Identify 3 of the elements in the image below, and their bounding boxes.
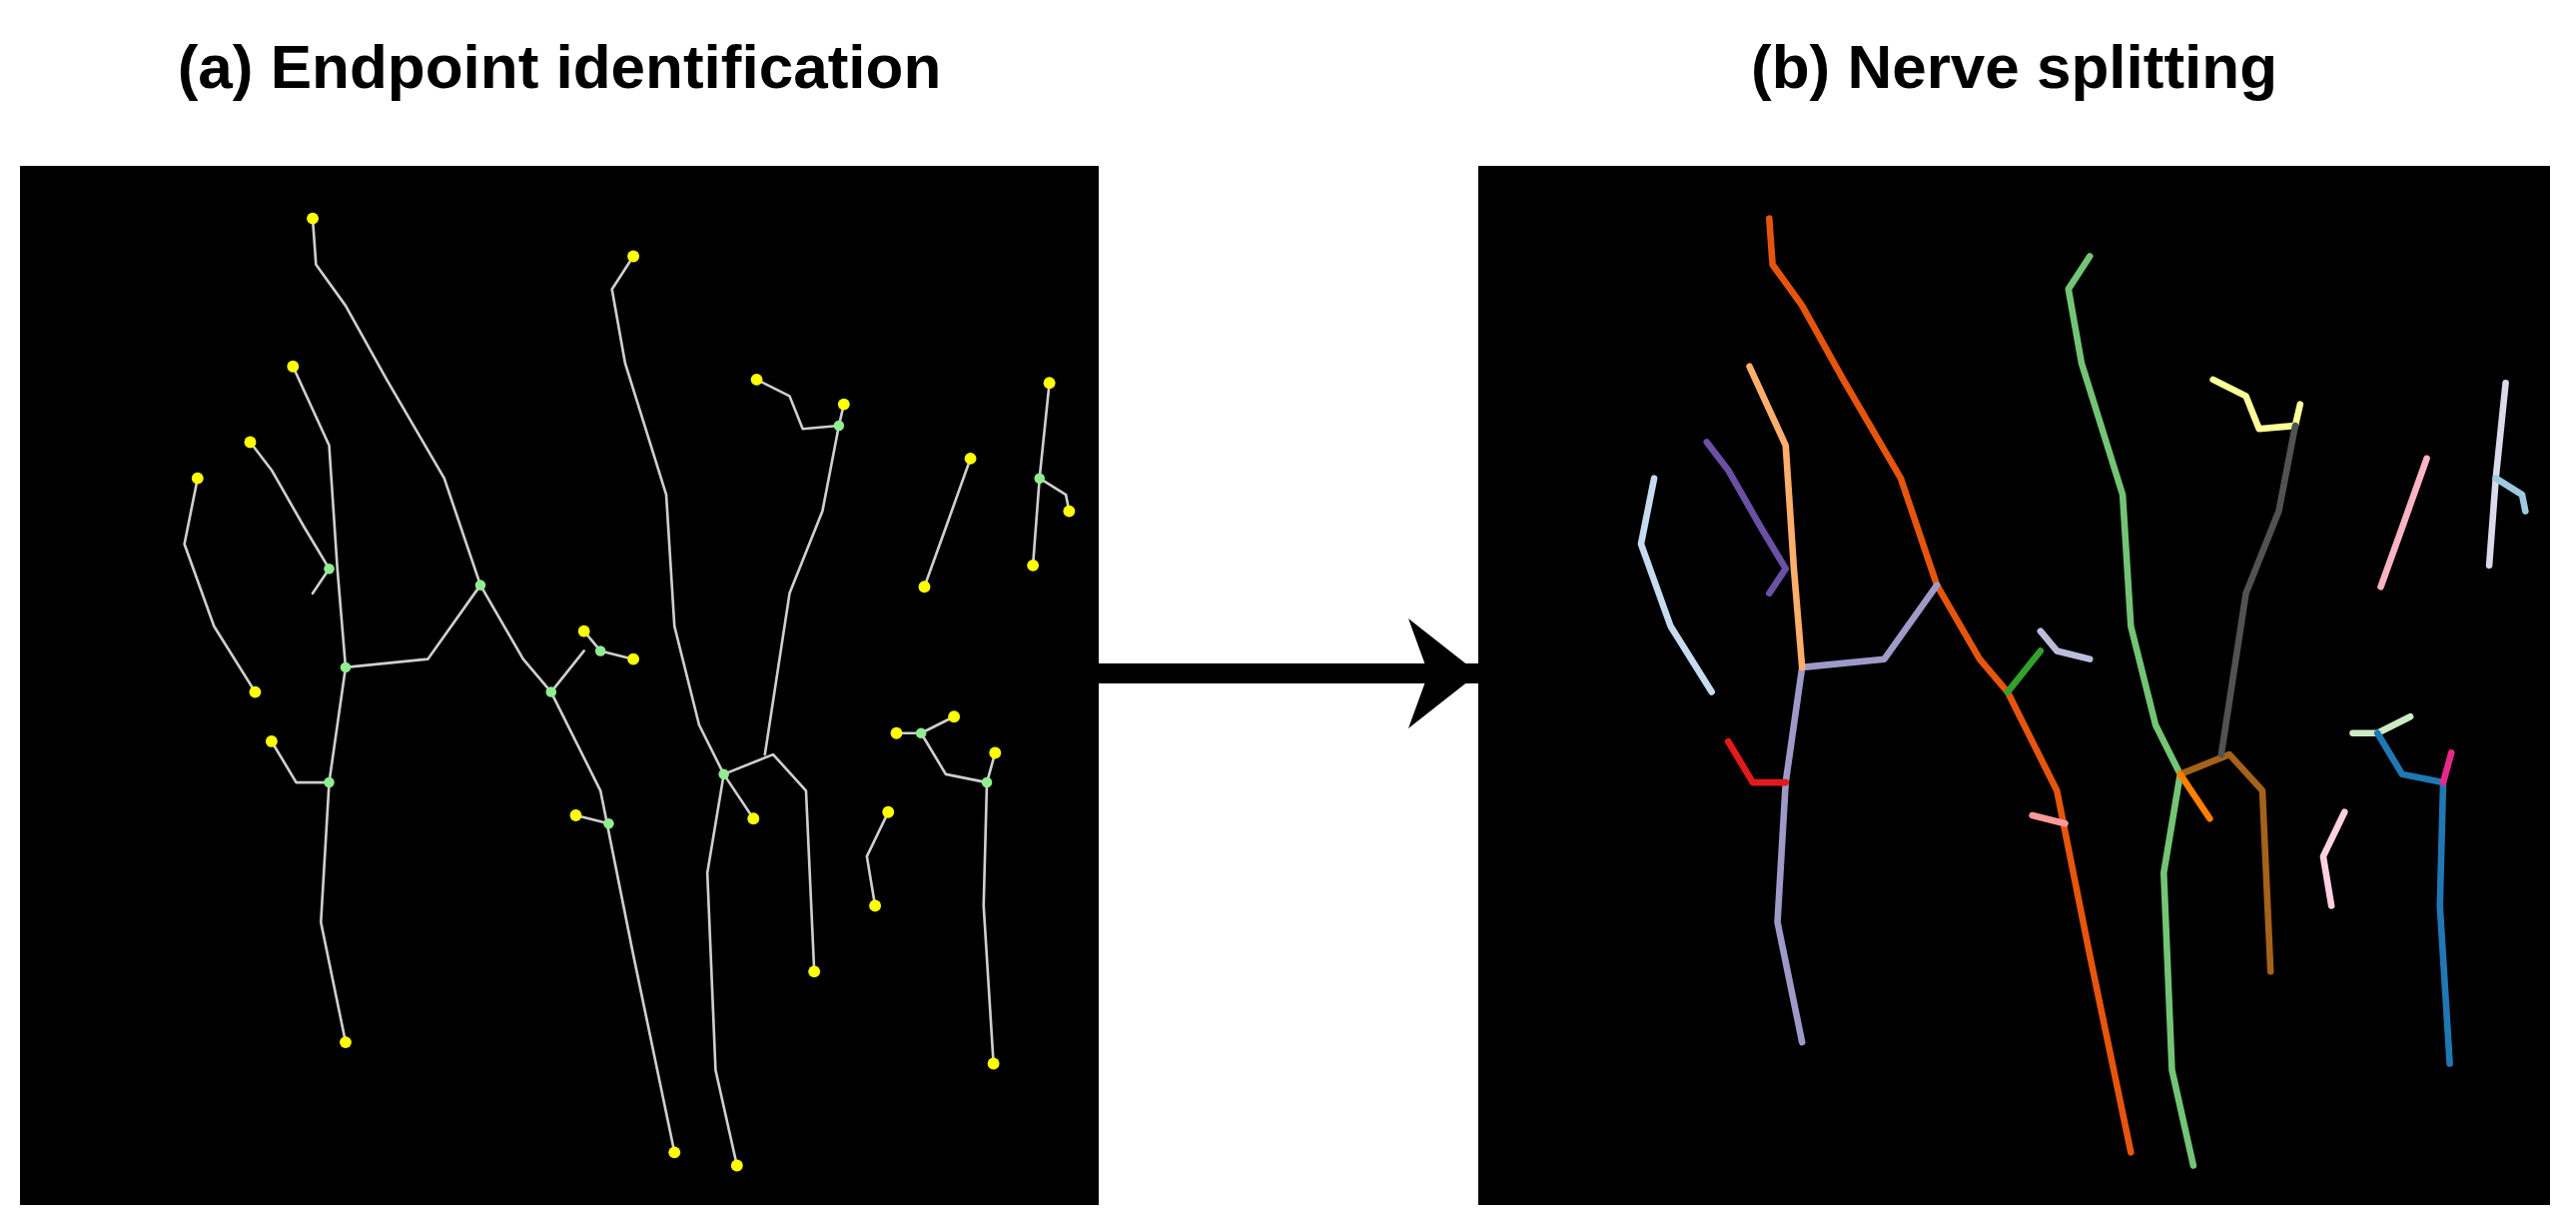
panel-title: (a) Endpoint identification: [176, 31, 943, 103]
arrow: [1099, 618, 1478, 728]
panel-title: (b) Nerve splitting: [1750, 31, 2278, 103]
